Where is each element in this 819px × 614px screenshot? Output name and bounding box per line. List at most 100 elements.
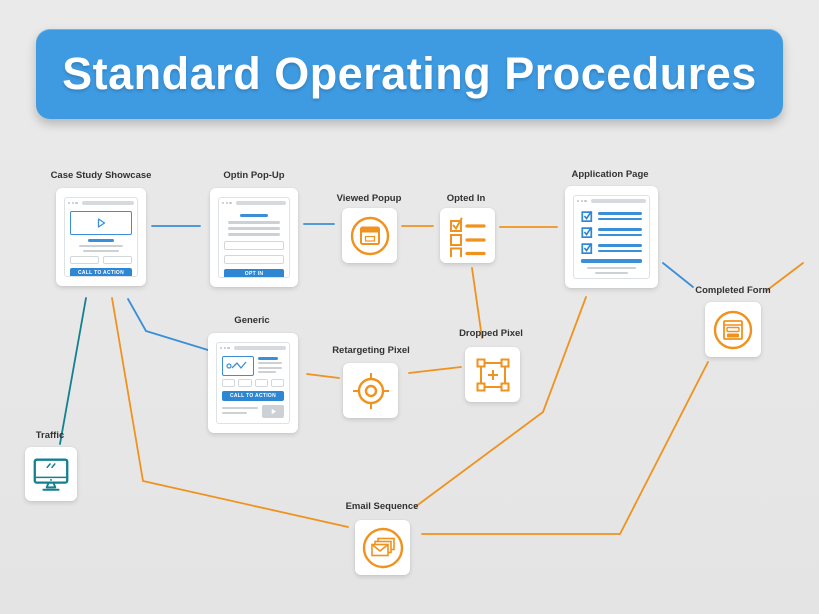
thumbnail-box (254, 379, 268, 387)
browser-dot-icon (75, 201, 78, 205)
call-to-action-button: CALL TO ACTION (70, 267, 132, 276)
edge-retargeting-to-generic (306, 373, 340, 379)
browser-dot-icon (580, 199, 583, 203)
label-viewed-popup: Viewed Popup (336, 193, 402, 204)
browser-toolbar (219, 198, 289, 208)
edge-email-to-case-study (111, 297, 349, 528)
thumbnail-box (222, 379, 236, 387)
text-line (258, 366, 282, 369)
node-application-page (565, 186, 658, 288)
target-icon (352, 372, 389, 409)
text-line (222, 412, 248, 414)
checklist-row (581, 210, 642, 222)
text-line (228, 233, 280, 236)
checked-box-icon (581, 242, 593, 254)
label-dropped-pixel: Dropped Pixel (459, 328, 523, 339)
pixel-selection-icon (476, 358, 509, 391)
play-icon (97, 218, 106, 228)
input-field (224, 241, 284, 250)
browser-dot-icon (222, 201, 225, 205)
browser-video-page: CALL TO ACTION (64, 197, 138, 277)
heading-line (258, 357, 278, 360)
line-chart-icon (226, 361, 247, 369)
edge-opted-in-to-dropped-pixel (471, 267, 483, 339)
node-optin-popup: OPT IN (210, 188, 298, 287)
monitor-icon (33, 458, 69, 491)
input-field (70, 255, 99, 264)
node-completed-form (705, 302, 761, 357)
title-banner: Standard Operating Procedures (36, 29, 783, 119)
node-email-sequence (355, 520, 410, 575)
browser-dot-icon (227, 346, 230, 350)
browser-dot-icon (584, 199, 587, 203)
address-bar (81, 200, 134, 206)
edge-traffic-to-case-study (59, 297, 87, 445)
thumbnail-box (238, 379, 252, 387)
label-optin-popup: Optin Pop-Up (223, 170, 285, 181)
text-line (587, 266, 636, 269)
browser-toolbar (574, 196, 649, 206)
chart-thumbnail (222, 356, 254, 376)
heading-line (88, 239, 114, 242)
thumbnail-box (270, 379, 284, 387)
checked-box-icon (581, 226, 593, 238)
browser-dot-icon (71, 201, 74, 205)
page-title: Standard Operating Procedures (62, 48, 757, 99)
input-field (224, 255, 284, 264)
text-line (258, 371, 276, 374)
browser-dot-icon (223, 346, 226, 350)
opt-in-button: OPT IN (224, 269, 284, 277)
edge-completed-form-to-email (421, 361, 709, 535)
call-to-action-button: CALL TO ACTION (222, 391, 284, 401)
checked-box-icon (581, 210, 593, 222)
browser-dot-icon (229, 201, 232, 205)
envelopes-icon (362, 527, 403, 568)
label-generic: Generic (234, 315, 270, 326)
label-completed-form: Completed Form (695, 285, 771, 296)
label-email-sequence: Email Sequence (345, 501, 419, 512)
node-generic: CALL TO ACTION (208, 333, 298, 433)
node-opted-in (440, 208, 495, 263)
edge-application-to-completed-form (662, 262, 694, 288)
form-icon (713, 310, 753, 349)
address-bar (235, 200, 286, 206)
text-line (258, 362, 282, 365)
edge-dropped-pixel-to-retargeting (408, 366, 462, 374)
node-traffic (25, 447, 77, 501)
browser-dot-icon (220, 346, 223, 350)
label-case-study-showcase: Case Study Showcase (50, 170, 152, 181)
browser-optin-form: OPT IN (218, 197, 290, 278)
video-thumbnail (262, 405, 284, 418)
text-line (228, 227, 280, 230)
text-line (228, 221, 280, 224)
label-traffic: Traffic (35, 430, 65, 441)
video-player (70, 211, 132, 235)
address-bar (233, 345, 286, 351)
text-line (79, 245, 123, 247)
play-icon (271, 408, 276, 415)
divider-line (581, 259, 642, 263)
node-dropped-pixel (465, 347, 520, 402)
browser-checklist-page (573, 195, 650, 279)
popup-window-icon (350, 216, 389, 255)
label-application-page: Application Page (571, 169, 649, 180)
input-field (103, 255, 132, 264)
checklist-icon (449, 217, 486, 257)
edge-email-to-application (414, 296, 587, 508)
text-line (594, 271, 629, 275)
browser-landing-page: CALL TO ACTION (216, 342, 290, 424)
text-line (83, 249, 119, 252)
label-opted-in: Opted In (446, 193, 486, 204)
browser-dot-icon (225, 201, 228, 205)
heading-line (240, 214, 268, 217)
address-bar (590, 198, 646, 204)
browser-toolbar (65, 198, 137, 208)
browser-dot-icon (577, 199, 580, 203)
node-case-study-showcase: CALL TO ACTION (56, 188, 146, 286)
checklist-row (581, 226, 642, 238)
browser-dot-icon (68, 201, 71, 205)
edge-completed-form-to-next-stage (765, 262, 804, 292)
label-retargeting-pixel: Retargeting Pixel (332, 345, 410, 356)
